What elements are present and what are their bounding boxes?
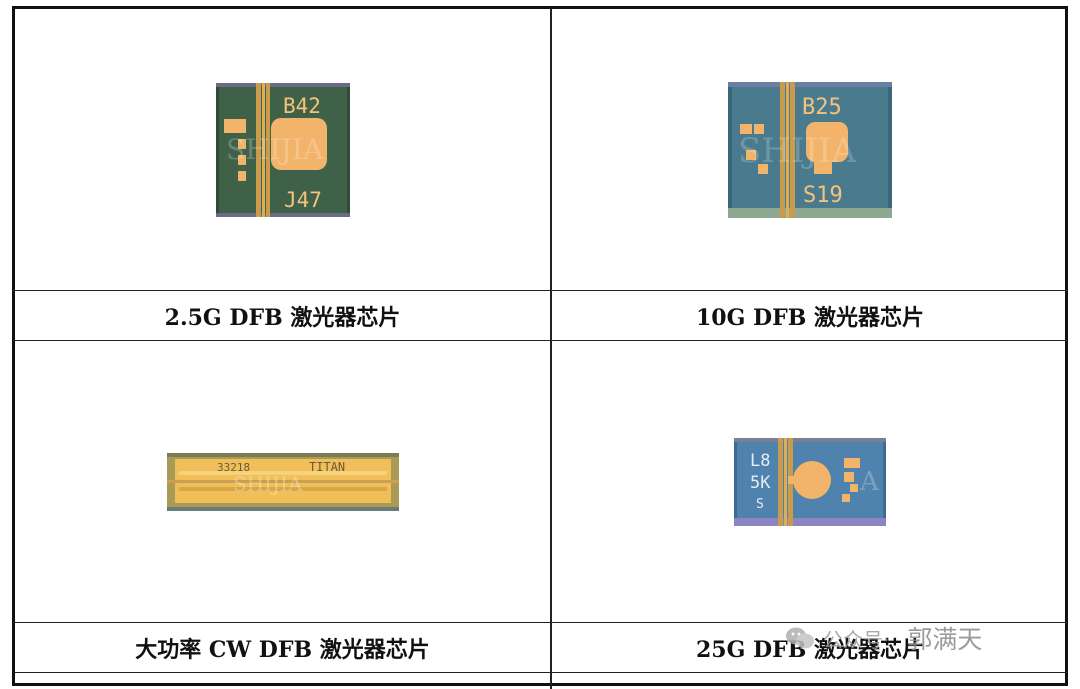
caption-10g: 10G DFB 激光器芯片 — [695, 305, 924, 331]
row-divider — [15, 622, 1068, 623]
photo-watermark: SHIJIA — [233, 472, 303, 496]
watermark-label: 公众号· — [823, 627, 890, 652]
row-divider — [15, 672, 1068, 673]
chip-code-top: B42 — [283, 94, 321, 118]
caption-2-5g: 2.5G DFB 激光器芯片 — [164, 305, 401, 331]
chip-code-line1: L8 — [750, 451, 770, 471]
chip-code-line2: 5K — [750, 473, 771, 493]
row-divider — [15, 340, 1068, 341]
chip-image-cell-1: B42 J47 SHIJIA — [15, 9, 550, 290]
chip-image-cell-4: L8 5K S A — [552, 341, 1068, 622]
photo-watermark: SHIJIA — [738, 131, 856, 171]
watermark-name: 郭满天 — [907, 625, 983, 654]
chip-code-line3: S — [756, 497, 764, 512]
wechat-icon — [786, 627, 814, 649]
photo-watermark: SHIJIA — [226, 133, 324, 166]
chip-marking-left: 33218 — [217, 461, 250, 474]
chip-code-top: B25 — [802, 95, 842, 120]
chip-25g-photo: L8 5K S A — [734, 437, 886, 526]
chip-marking-right: TITAN — [309, 460, 345, 474]
photo-watermark: A — [859, 467, 880, 497]
chip-table: B42 J47 SHIJIA B25 S19 SHIJIA 2.5G DFB 激… — [12, 6, 1068, 689]
column-divider — [550, 9, 552, 689]
row-divider — [15, 290, 1068, 291]
chip-code-bottom: S19 — [803, 183, 843, 208]
chip-10g-photo: B25 S19 SHIJIA — [728, 81, 892, 218]
chip-code-bottom: J47 — [284, 188, 322, 212]
chip-image-cell-2: B25 S19 SHIJIA — [552, 9, 1068, 290]
chip-2-5g-photo: B42 J47 SHIJIA — [215, 82, 350, 217]
wechat-watermark: 公众号· 郭满天 — [785, 618, 1055, 658]
chip-cw-photo: 33218 TITAN SHIJIA — [166, 452, 399, 511]
chip-image-cell-3: 33218 TITAN SHIJIA — [15, 341, 550, 622]
caption-high-power-cw: 大功率 CW DFB 激光器芯片 — [135, 637, 430, 663]
